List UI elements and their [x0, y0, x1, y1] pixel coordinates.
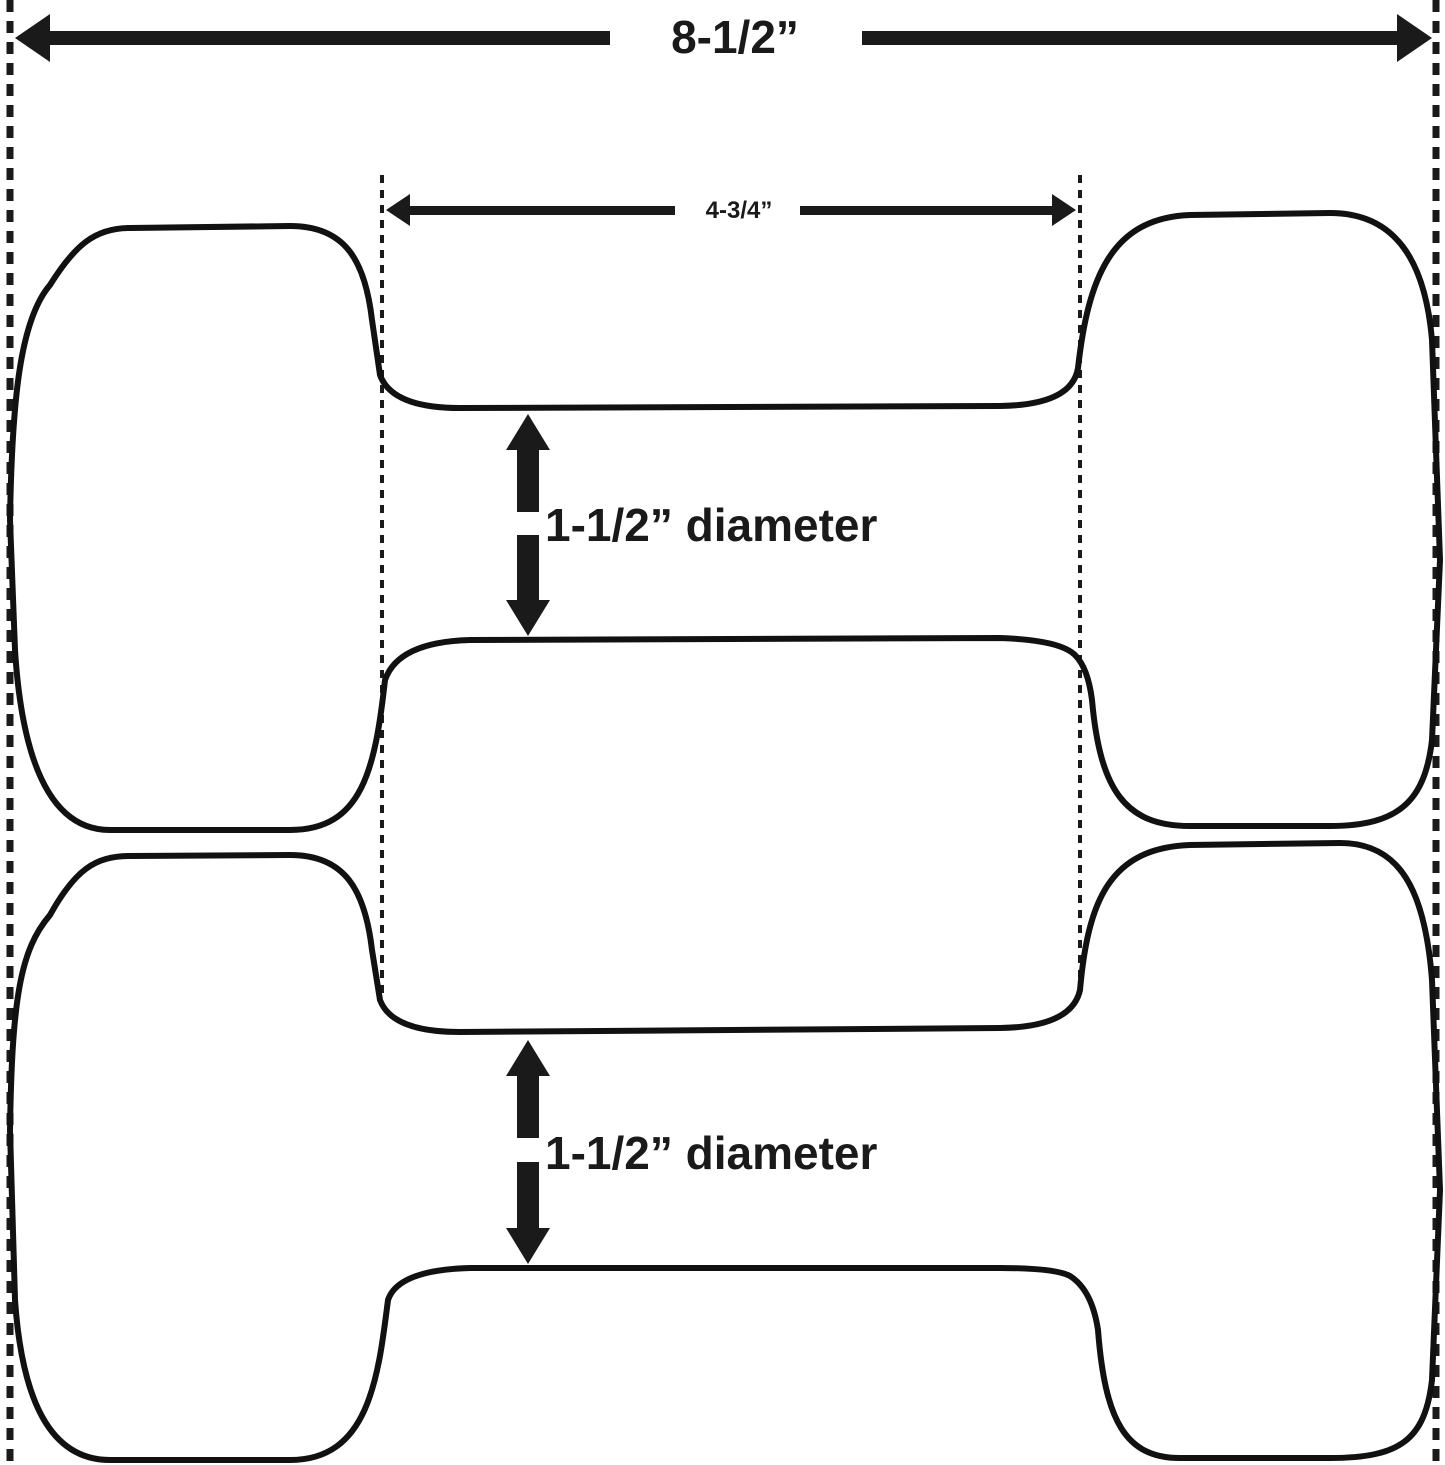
top-diameter-arrow [506, 414, 550, 636]
bottom-handle-diameter-label: 1-1/2” diameter [545, 1127, 878, 1179]
handle-length-label: 4-3/4” [678, 197, 800, 225]
overall-length-label: 8-1/2” [615, 10, 855, 64]
handle-length-arrow [386, 194, 1076, 226]
top-handle-diameter-label: 1-1/2” diameter [545, 499, 878, 551]
top-dumbbell-outline [7, 210, 1443, 833]
bottom-dumbbell-outline [7, 840, 1443, 1463]
bottom-diameter-arrow [506, 1040, 550, 1264]
overall-length-arrow [15, 14, 1432, 62]
